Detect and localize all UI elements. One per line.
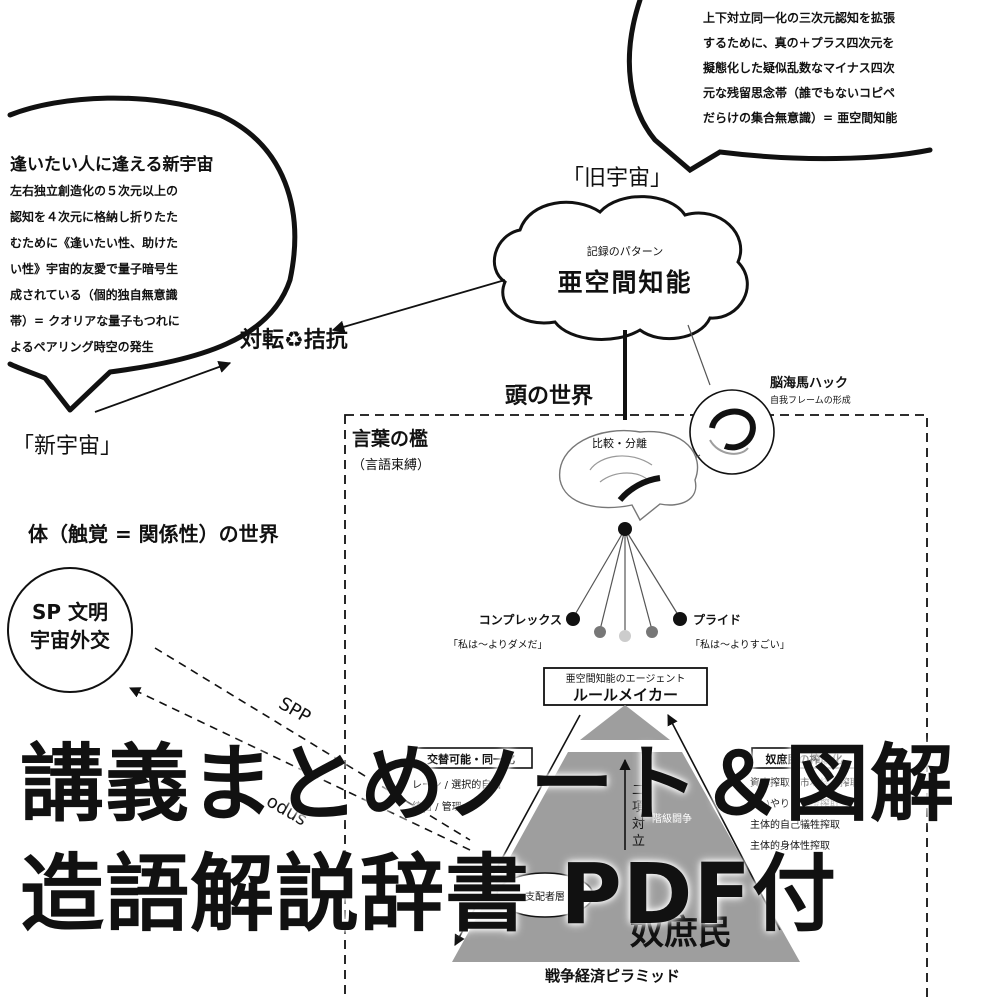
cloud-big-label: 亜空間知能	[557, 268, 693, 297]
new-universe-bubble-text: 左右独立創造化の５次元以上の 認知を４次元に格納し折りたた むために《逢いたい性…	[10, 178, 250, 360]
bubble-line: 帯）= クオリアな量子もつれに	[10, 314, 180, 328]
arrow-new-to-taiten	[94, 360, 232, 413]
left-box-lines: レーン / 選択的自由 統治 / 管理	[412, 775, 501, 819]
bubble-line: 成されている（個的独自無意識	[10, 288, 178, 302]
arrow-cloud-to-taiten	[331, 279, 506, 333]
agent-box	[543, 667, 708, 706]
overlay-title-line-1: 講義まとめノート＆図解	[20, 735, 956, 833]
subspace-cloud	[492, 195, 749, 341]
dendrite-lines	[572, 528, 681, 636]
taiten-label: 対転♻拮抗	[240, 328, 348, 353]
bubble-line: 認知を４次元に格納し折りたた	[10, 210, 179, 224]
dot-gray-1	[594, 626, 606, 638]
right-line: 資本搾取 / 市場経済搾取	[750, 778, 860, 789]
cloud-small-label: 記録のパターン	[586, 245, 664, 258]
left-box-label: 交替可能・同一化	[427, 753, 515, 766]
bubble-line: 左右独立創造化の５次元以上の	[10, 184, 179, 198]
right-box-label: 奴庶民の搾取化	[765, 753, 843, 766]
cloud-to-hippocampus-line	[687, 324, 711, 386]
complex-label: コンプレックス	[478, 613, 562, 627]
brain-icon	[559, 429, 699, 522]
word-cage-title: 言葉の檻	[352, 428, 429, 450]
old-universe-label: 「旧宇宙」	[562, 166, 673, 191]
pyramid-caption: 戦争経済ピラミッド	[545, 967, 681, 985]
head-world-label: 頭の世界	[505, 384, 594, 409]
agent-small-label: 亜空間知能のエージェント	[565, 674, 686, 685]
right-line: 思いやり / 支援搾取	[750, 799, 840, 810]
pyramid-bottom-label: 奴庶民	[630, 913, 732, 953]
overlay-title-line-2: 造語解説辞書 PDF付	[20, 845, 837, 943]
complex-node	[566, 612, 580, 626]
pride-quote: 「私は〜よりすごい」	[690, 640, 790, 651]
old-universe-bubble	[626, 0, 933, 174]
bubble-line: 元な残留思念帯（誰でもないコピペ	[703, 86, 896, 100]
left-box	[409, 747, 533, 769]
hippocampus-subtitle: 自我フレームの形成	[770, 396, 851, 406]
sp-dashed-line-1	[154, 647, 471, 841]
complex-quote: 「私は〜よりダメだ」	[448, 640, 548, 651]
pride-label: プライド	[693, 613, 742, 627]
right-box	[751, 747, 857, 769]
hippocampus-circle	[689, 389, 775, 475]
hippocampus-title: 脳海馬ハック	[770, 376, 849, 391]
neuron-node	[618, 522, 632, 536]
bubble-line: よるペアリング時空の発生	[10, 340, 154, 354]
pyramid-right-arrow	[667, 714, 781, 931]
class-struggle-label: 階級闘争	[652, 814, 692, 825]
dot-gray-2	[619, 630, 631, 642]
bubble-line: するために、真の＋プラス四次元を	[703, 36, 895, 50]
brain-label: 比較・分離	[592, 437, 647, 450]
sp-circle	[7, 567, 133, 693]
oval-label: 支配者層	[525, 892, 565, 903]
vertical-text: 二項対立	[632, 783, 646, 849]
left-line: レーン / 選択的自由	[412, 780, 502, 791]
body-world-label: 体（触覚 = 関係性）の世界	[28, 522, 279, 546]
old-universe-bubble-text: 上下対立同一化の三次元認知を拡張 するために、真の＋プラス四次元を 擬態化した疑…	[703, 6, 938, 131]
bubble-line: い性》宇宙的友愛で量子暗号生	[10, 262, 179, 276]
bubble-line: だらけの集合無意識）= 亜空間知能	[703, 111, 898, 125]
new-universe-label: 「新宇宙」	[12, 434, 123, 459]
hippocampus-icon	[709, 408, 756, 455]
war-economy-pyramid	[452, 705, 800, 962]
right-box-lines: 資本搾取 / 市場経済搾取 思いやり / 支援搾取 主体的自己犠牲搾取 主体的身…	[750, 773, 860, 857]
bubble-line: 擬態化した疑似乱数なマイナス四次	[703, 61, 895, 75]
sp-dashed-line-2	[128, 687, 471, 851]
bubble-line: むために《逢いたい性、助けた	[10, 236, 179, 250]
sp-line-2: 宇宙外交	[30, 628, 110, 652]
pride-node	[673, 612, 687, 626]
word-cage-box	[344, 414, 928, 1000]
pyramid-left-arrow	[454, 714, 581, 946]
new-universe-bubble-title: 逢いたい人に逢える新宇宙	[10, 155, 214, 175]
right-line: 主体的自己犠牲搾取	[750, 820, 840, 831]
dot-gray-3	[646, 626, 658, 638]
sp-line-1: SP 文明	[31, 600, 109, 624]
left-line: 統治 / 管理	[412, 802, 462, 813]
word-cage-subtitle: （言語束縛）	[352, 458, 431, 473]
agent-big-label: ルールメイカー	[572, 686, 678, 704]
right-line: 主体的身体性搾取	[750, 841, 830, 852]
new-universe-bubble	[7, 95, 298, 413]
bubble-line: 上下対立同一化の三次元認知を拡張	[703, 11, 896, 25]
